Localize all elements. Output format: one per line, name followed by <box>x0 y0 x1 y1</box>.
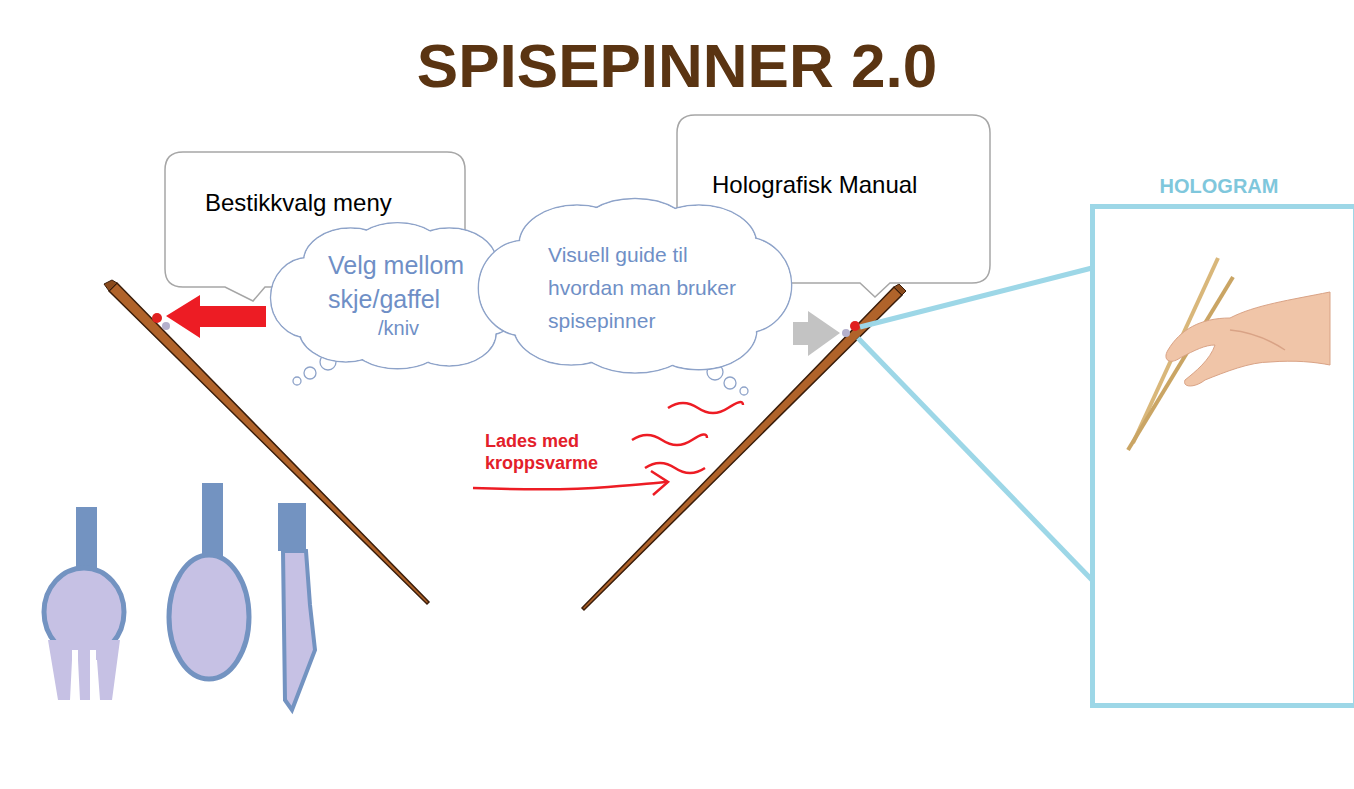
title-slot: SPISEPINNER 2.0 <box>0 30 1354 102</box>
thought-cloud: Visuell guide til hvordan man bruker spi… <box>490 205 780 365</box>
fork-tines <box>48 640 120 700</box>
knife-handle <box>278 503 306 551</box>
spoon-bowl <box>169 555 249 679</box>
grey-arrow <box>793 311 840 356</box>
chopstick-end <box>894 284 906 295</box>
hologram-frame: HOLOGRAM <box>1090 168 1354 708</box>
grey-button <box>842 329 850 337</box>
heat-arrow <box>473 482 666 489</box>
note-label: Lades med kroppsvarme <box>485 430 625 474</box>
heat-wave <box>668 402 743 413</box>
node-text-slot: Velg mellom skje/gaffel <box>328 248 493 316</box>
node-text: Visuell guide til hvordan man bruker spi… <box>548 238 748 337</box>
thought-dot <box>724 377 736 389</box>
bubble-shape <box>677 115 990 297</box>
knife-blade <box>283 551 315 710</box>
node-text-slot: Visuell guide til hvordan man bruker spi… <box>548 238 748 337</box>
fork-gap <box>90 650 96 702</box>
spoon-handle <box>202 483 223 558</box>
node-text: HOLOGRAM <box>1090 174 1348 198</box>
node-text: Holografisk Manual <box>712 170 972 200</box>
fork-gap <box>72 650 78 702</box>
note-label-slot: Lades med kroppsvarme <box>485 430 625 474</box>
thought-dot <box>740 387 748 395</box>
thought-dot <box>304 367 316 379</box>
grey-button <box>162 322 170 330</box>
node-text-slot: Holografisk Manual <box>712 170 972 200</box>
hologram-border <box>1090 204 1354 708</box>
chopstick-end <box>104 280 117 291</box>
heat-wave <box>632 434 707 445</box>
node-text-slot: /kniv <box>378 316 458 340</box>
red-button <box>850 321 860 331</box>
hand-shade <box>1230 330 1285 350</box>
red-arrow <box>166 295 266 338</box>
title: SPISEPINNER 2.0 <box>0 30 1354 102</box>
red-button <box>152 313 162 323</box>
node-text: /kniv <box>378 316 458 340</box>
hand <box>1166 292 1330 386</box>
thought-dot <box>293 377 301 385</box>
node-text: Velg mellom skje/gaffel <box>328 248 493 316</box>
node-text-slot: HOLOGRAM <box>1090 174 1348 198</box>
node-text: Bestikkvalg meny <box>205 188 445 218</box>
projection-line <box>858 338 1092 580</box>
node-text-slot: Bestikkvalg meny <box>205 188 445 218</box>
heat-arrowhead <box>651 471 668 495</box>
